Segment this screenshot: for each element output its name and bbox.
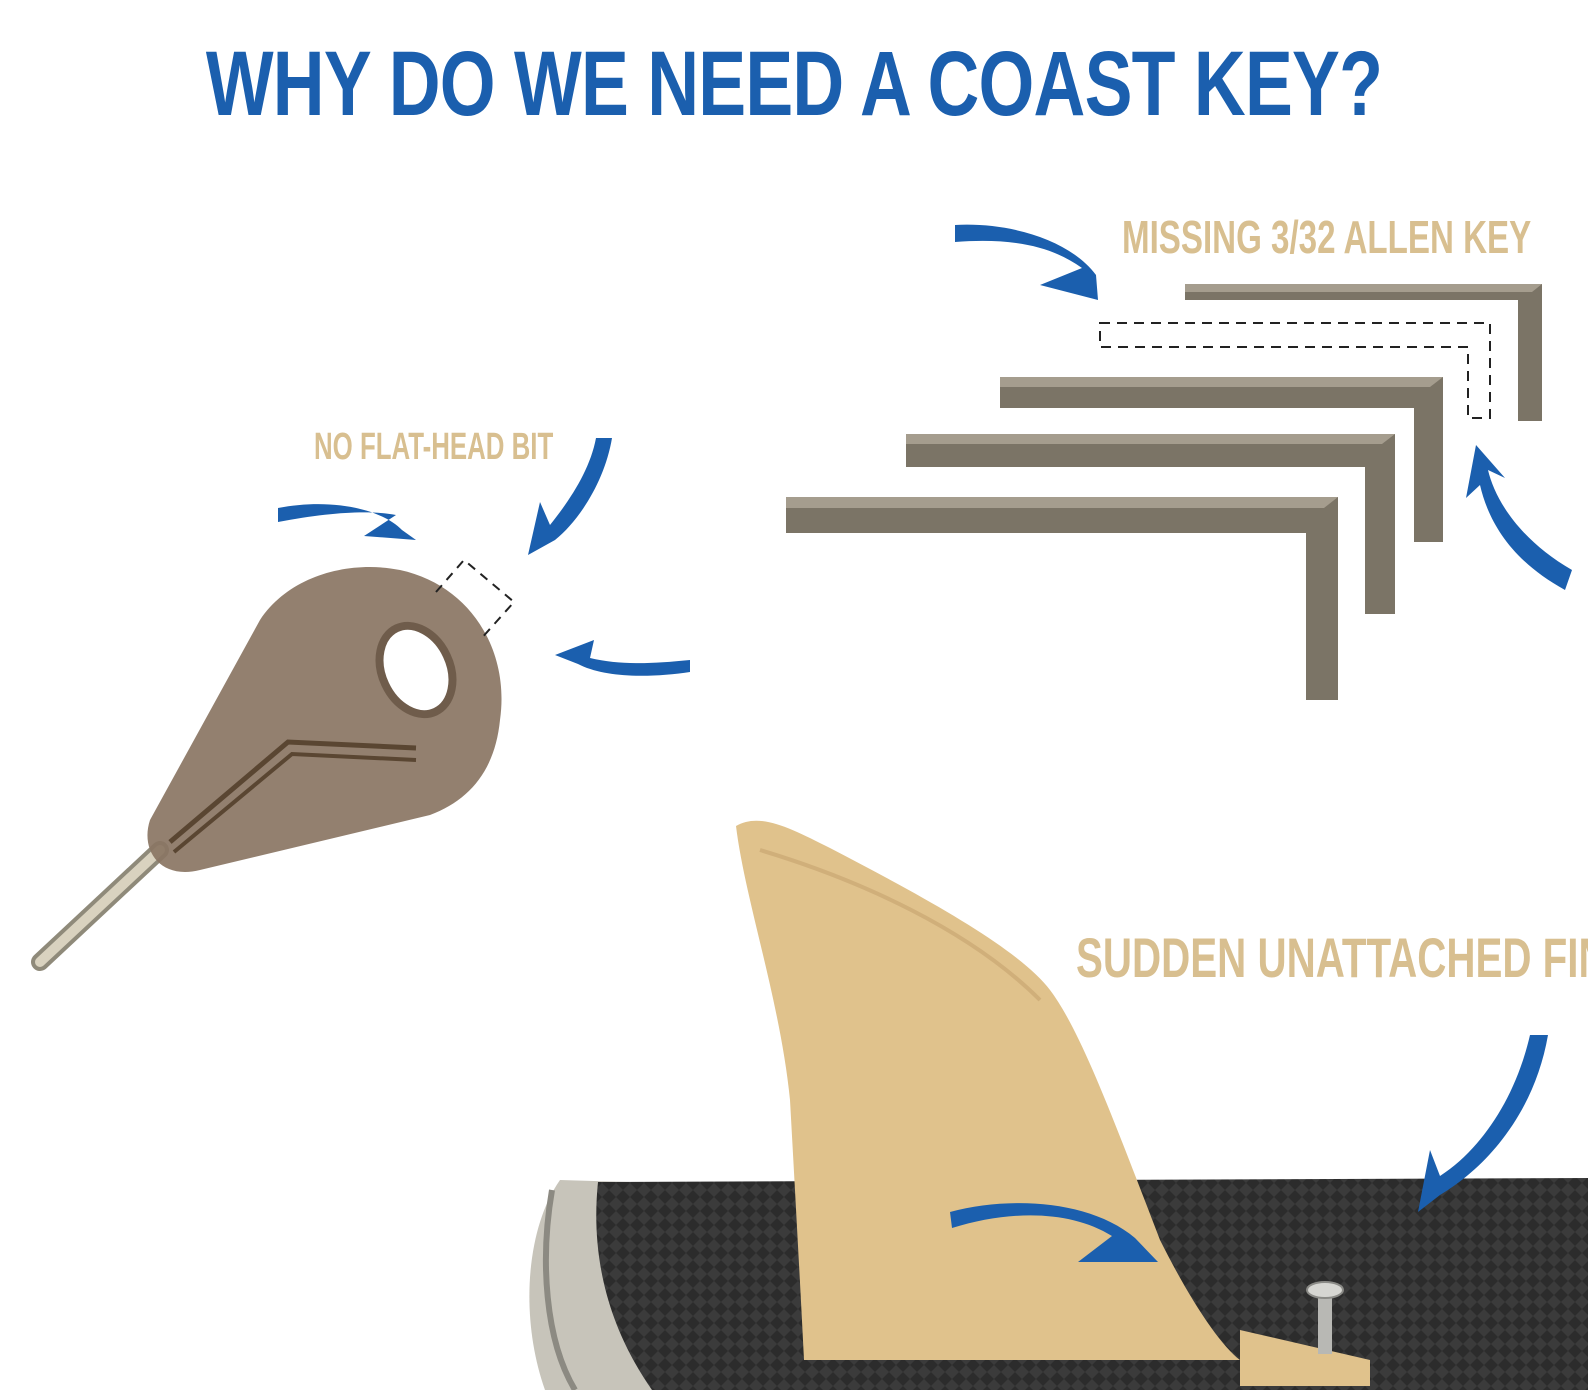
allen-key-icon xyxy=(786,284,1542,700)
curved-arrow-icon xyxy=(278,224,1572,1262)
fin-key-icon xyxy=(31,558,516,971)
fin-label: SUDDEN UNATTACHED FIN xyxy=(1076,926,1588,989)
allen-key-label: MISSING 3/32 ALLEN KEY xyxy=(1122,211,1532,263)
flat-head-label: NO FLAT-HEAD BIT xyxy=(314,426,554,468)
screw-icon xyxy=(1306,1281,1344,1354)
page-title: WHY DO WE NEED A COAST KEY? xyxy=(205,33,1383,135)
